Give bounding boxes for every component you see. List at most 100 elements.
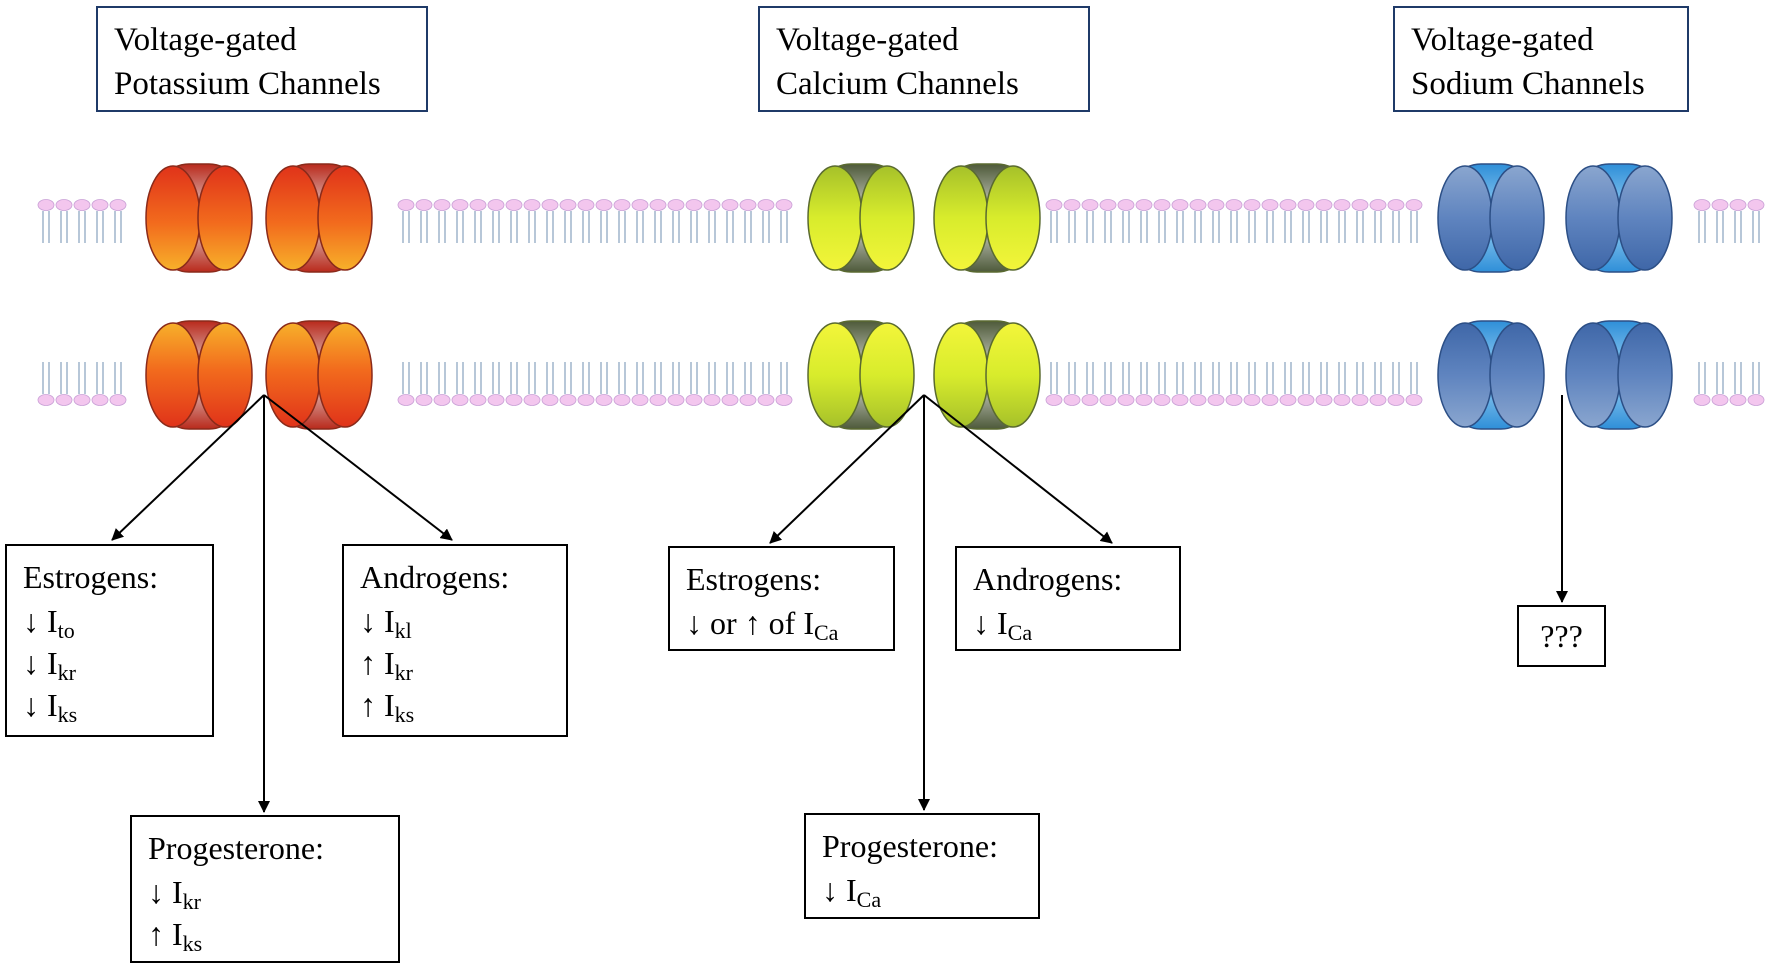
calcium-estrogens-box: Estrogens: ↓ or ↑ of ICa xyxy=(668,546,895,651)
lipid xyxy=(739,362,757,406)
lipid xyxy=(613,199,631,243)
lipid xyxy=(1351,199,1369,243)
channel-subunit xyxy=(933,320,1041,430)
lipid xyxy=(91,362,109,406)
box-header: Progesterone: xyxy=(822,828,998,864)
potassium-channel xyxy=(145,163,373,430)
arrow-ca-androgens xyxy=(923,394,1113,544)
box-header: Estrogens: xyxy=(686,561,822,597)
channel-subunit xyxy=(807,163,915,273)
title-sodium-line2: Sodium Channels xyxy=(1411,66,1645,102)
lipid xyxy=(1189,199,1207,243)
arrow-ca-estrogens xyxy=(769,394,925,544)
box-header: Androgens: xyxy=(973,561,1123,597)
box-header: Estrogens: xyxy=(23,559,159,595)
channel-subunit xyxy=(807,320,915,430)
lipid xyxy=(1315,199,1333,243)
lipid xyxy=(1225,199,1243,243)
lipid xyxy=(1729,199,1747,243)
lipid xyxy=(1117,362,1135,406)
lipid xyxy=(1243,199,1261,243)
lipid xyxy=(1063,362,1081,406)
effect-line: ↓ ICa xyxy=(973,605,1033,645)
lipid xyxy=(1171,362,1189,406)
lipid xyxy=(415,362,433,406)
lipid xyxy=(1315,362,1333,406)
lipid xyxy=(1747,199,1765,243)
lipid xyxy=(1297,199,1315,243)
effect-line: ↓ Ikr xyxy=(23,645,76,685)
lipid xyxy=(469,362,487,406)
channel-subunit xyxy=(933,163,1041,273)
effect-line: ↑ Ikr xyxy=(360,645,413,685)
channel-subunit xyxy=(1565,163,1673,273)
lipid xyxy=(1261,362,1279,406)
lipid xyxy=(739,199,757,243)
lipid xyxy=(523,362,541,406)
lipid xyxy=(631,362,649,406)
lipid xyxy=(55,362,73,406)
title-potassium-line1: Voltage-gated xyxy=(114,22,297,58)
lipid xyxy=(487,199,505,243)
channel-subunit xyxy=(265,163,373,273)
channel-subunit xyxy=(145,163,253,273)
arrow-k-estrogens xyxy=(111,394,265,541)
lipid xyxy=(1729,362,1747,406)
calcium-androgens-box: Androgens: ↓ ICa xyxy=(955,546,1181,651)
upper-membrane xyxy=(37,199,1765,243)
lipid xyxy=(649,362,667,406)
lipid xyxy=(1693,362,1711,406)
lipid xyxy=(433,199,451,243)
lipid xyxy=(1333,199,1351,243)
lipid xyxy=(1351,362,1369,406)
lipid xyxy=(595,362,613,406)
lipid xyxy=(559,362,577,406)
channel-subunit xyxy=(1565,320,1673,430)
potassium-estrogens-box: Estrogens: ↓ Ito ↓ Ikr ↓ Iks xyxy=(5,544,214,737)
lipid xyxy=(1279,362,1297,406)
lipid xyxy=(757,199,775,243)
lipid xyxy=(1207,199,1225,243)
title-potassium-channels: Voltage-gated Potassium Channels xyxy=(96,6,428,112)
lipid xyxy=(1063,199,1081,243)
lipid xyxy=(1369,362,1387,406)
title-calcium-channels: Voltage-gated Calcium Channels xyxy=(758,6,1090,112)
channel-subunit xyxy=(145,320,253,430)
title-potassium-line2: Potassium Channels xyxy=(114,66,381,102)
lipid xyxy=(1207,362,1225,406)
lipid xyxy=(505,199,523,243)
lipid xyxy=(1711,199,1729,243)
lipid xyxy=(541,199,559,243)
lipid xyxy=(721,199,739,243)
lipid xyxy=(1297,362,1315,406)
lipid xyxy=(757,362,775,406)
title-calcium-line2: Calcium Channels xyxy=(776,66,1019,102)
lipid xyxy=(1279,199,1297,243)
lipid xyxy=(1387,362,1405,406)
calcium-channel xyxy=(807,163,1041,430)
effect-line: ↓ ICa xyxy=(822,872,882,912)
lipid xyxy=(469,199,487,243)
lipid xyxy=(397,199,415,243)
lipid xyxy=(73,362,91,406)
potassium-progesterone-box: Progesterone: ↓ Ikr ↑ Iks xyxy=(130,815,400,963)
lipid xyxy=(649,199,667,243)
lipid xyxy=(397,362,415,406)
lipid xyxy=(559,199,577,243)
title-sodium-line1: Voltage-gated xyxy=(1411,22,1594,58)
box-header: Progesterone: xyxy=(148,830,324,866)
channel-subunit xyxy=(265,320,373,430)
arrow-k-androgens xyxy=(263,394,453,541)
lipid xyxy=(703,199,721,243)
lipid xyxy=(415,199,433,243)
ion-channels xyxy=(145,163,1673,430)
channel-subunit xyxy=(1437,320,1545,430)
lipid xyxy=(721,362,739,406)
lipid xyxy=(595,199,613,243)
lipid xyxy=(523,199,541,243)
lipid xyxy=(109,362,127,406)
lipid xyxy=(1045,199,1063,243)
lipid xyxy=(37,199,55,243)
lipid xyxy=(1045,362,1063,406)
